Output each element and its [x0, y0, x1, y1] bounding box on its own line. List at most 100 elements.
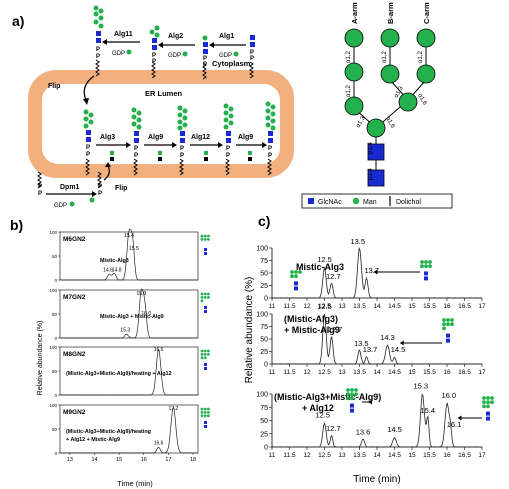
man-icon: [482, 396, 486, 400]
glycan-icon: [482, 396, 494, 421]
y-tick-label: 0: [54, 393, 57, 398]
x-tick-label: 12.5: [318, 369, 331, 376]
svg-text:Alg9: Alg9: [148, 134, 163, 141]
x-tick-label: 14.5: [388, 452, 401, 459]
man-icon: [490, 396, 494, 400]
man-icon: [442, 326, 446, 331]
man-icon: [290, 274, 294, 279]
man-icon: [207, 238, 210, 241]
chromatogram-line: [59, 407, 199, 454]
sample-label: (Mistic-Alg3): [284, 314, 338, 324]
glcnac-legend-icon: [308, 198, 314, 204]
x-tick-label: 17: [478, 452, 486, 459]
lumen-lipid-3: P P: [177, 105, 188, 176]
peak-label: 12.5: [317, 302, 332, 311]
svg-text:Alg12: Alg12: [191, 134, 210, 141]
x-tick-label: 18: [190, 457, 196, 463]
x-tick-label: 17: [478, 369, 486, 376]
glycan-icon: [442, 318, 454, 343]
glcnac-icon: [294, 281, 298, 286]
glcnac-icon: [204, 425, 207, 428]
man-icon: [200, 234, 204, 238]
y-tick-label: 75: [260, 324, 268, 331]
svg-text:P: P: [268, 153, 272, 159]
cyto-lipid-3: P P: [202, 35, 208, 80]
peak-label: 16.0: [141, 311, 151, 317]
glcnac-1: [367, 143, 385, 161]
x-tick-label: 15: [408, 452, 416, 459]
x-tick-label: 13: [67, 457, 73, 463]
svg-text:Alg9: Alg9: [238, 134, 253, 141]
man-branch: [398, 92, 418, 112]
man-icon: [203, 356, 207, 360]
man-icon: [420, 264, 424, 269]
man-icon: [350, 392, 354, 397]
man-icon: [200, 353, 204, 356]
peak-label: 14.5: [387, 425, 402, 434]
man-icon: [200, 414, 204, 418]
svg-text:P: P: [226, 146, 230, 152]
man-icon: [200, 411, 204, 414]
alg2-step: Alg2 GDP: [158, 33, 195, 59]
panel-c-ylabel: Relative abundance (%): [244, 277, 255, 384]
man-icon: [486, 404, 490, 409]
svg-text:β1,4: β1,4: [368, 168, 374, 180]
x-tick-label: 14: [373, 452, 381, 459]
svg-text:β1,4: β1,4: [368, 142, 374, 154]
x-tick-label: 12: [303, 303, 311, 310]
svg-text:P: P: [250, 56, 254, 62]
dpm1-step: P P Dpm1 GDP P P: [37, 171, 102, 209]
panel-b-trace-4: 050100M9GN2(Mistic-Alg3+Mistic-Alg9)/hea…: [49, 403, 210, 456]
man-icon: [207, 353, 210, 356]
man-icon: [424, 264, 428, 269]
x-tick-label: 16.5: [458, 303, 471, 310]
x-tick-label: 13.5: [353, 303, 366, 310]
svg-text:P: P: [86, 152, 90, 158]
sample-label: + Alg12 + Mistic-Alg9: [66, 437, 120, 443]
svg-text:Alg2: Alg2: [168, 33, 183, 40]
man-core: [366, 118, 386, 138]
svg-text:P: P: [96, 47, 100, 53]
arrow-head: [399, 340, 404, 346]
sample-label: (Mistic-Alg3+Mistic-Alg9): [274, 392, 381, 402]
peak-label: 12.7: [326, 424, 341, 433]
man-icon: [203, 238, 207, 241]
trace-title: M9GN2: [63, 409, 86, 416]
man-icon: [203, 292, 207, 296]
alg1-step: Alg1 GDP: [209, 33, 246, 59]
peak-label: 15.3: [413, 382, 428, 391]
man-icon: [203, 414, 207, 418]
peak-label: 14.6: [103, 267, 113, 273]
svg-text:Alg1: Alg1: [219, 33, 234, 40]
x-tick-label: 13: [338, 303, 346, 310]
x-tick-label: 16: [443, 452, 451, 459]
man-icon: [203, 234, 207, 238]
y-tick-label: 100: [49, 345, 57, 350]
man-icon: [350, 396, 354, 401]
man-icon: [207, 407, 210, 411]
svg-text:α1,2: α1,2: [382, 51, 388, 63]
svg-text:P: P: [226, 153, 230, 159]
x-tick-label: 13: [338, 369, 346, 376]
y-tick-label: 75: [260, 258, 268, 265]
y-tick-label: 25: [260, 349, 268, 356]
peak-label: 17.2: [168, 406, 178, 412]
glcnac-icon: [204, 252, 207, 255]
svg-text:A-arm: A-arm: [350, 2, 359, 24]
x-tick-label: 11.5: [283, 369, 296, 376]
svg-text:P: P: [203, 62, 207, 68]
man-icon: [446, 322, 450, 327]
x-tick-label: 15: [408, 369, 416, 376]
man-icon: [354, 392, 358, 397]
man-icon: [207, 292, 210, 296]
peak-label: 16.1: [447, 420, 462, 429]
man-icon: [490, 400, 494, 405]
trace-title: M8GN2: [63, 351, 86, 358]
man-icon: [450, 318, 454, 322]
peak-label: 16.6: [154, 347, 164, 353]
x-tick-label: 15.5: [423, 452, 436, 459]
x-tick-label: 16.5: [458, 452, 471, 459]
glycan-icon: [420, 260, 432, 281]
panel-b-ylabel: Relative abundance (%): [37, 321, 44, 396]
